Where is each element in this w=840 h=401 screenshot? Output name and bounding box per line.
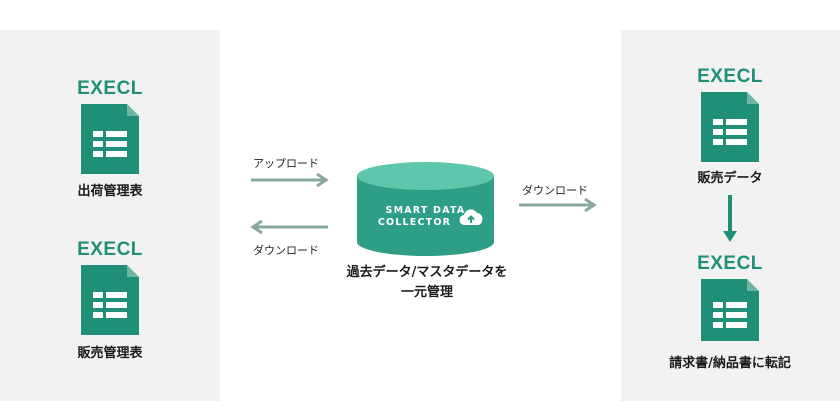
left-panel	[0, 30, 220, 401]
database-caption: 過去データ/マスタデータを 一元管理	[320, 263, 534, 303]
doc-caption-sales-mgmt: 販売管理表	[77, 346, 143, 361]
doc-caption-invoice: 請求書/納品書に転記	[669, 356, 791, 371]
database-icon	[357, 162, 494, 256]
upload-arrow	[251, 172, 329, 188]
download-label-right: ダウンロード	[522, 184, 588, 197]
db-logo-line1: SMART DATA	[385, 205, 466, 216]
download-arrow-left	[250, 219, 328, 235]
doc-format-label: EXECL	[697, 253, 763, 274]
database-caption-line2: 一元管理	[400, 285, 453, 300]
doc-format-label: EXECL	[77, 239, 143, 260]
excel-doc-sales-mgmt: EXECL	[65, 240, 155, 335]
spreadsheet-icon	[81, 265, 139, 335]
down-arrow	[723, 195, 737, 242]
spreadsheet-icon	[701, 92, 759, 162]
smart-data-collector-database: SMART DATA COLLECTOR	[357, 162, 494, 256]
doc-caption-sales-data: 販売データ	[697, 171, 763, 186]
spreadsheet-icon	[81, 104, 139, 174]
db-logo-line2: COLLECTOR	[377, 217, 452, 228]
doc-caption-shipping: 出荷管理表	[77, 184, 143, 199]
download-label-left: ダウンロード	[253, 244, 319, 257]
cloud-upload-icon	[459, 209, 483, 226]
doc-format-label: EXECL	[77, 78, 143, 99]
spreadsheet-icon	[701, 279, 759, 341]
excel-doc-invoice: EXECL	[685, 254, 775, 341]
download-arrow-right	[519, 197, 597, 213]
database-caption-line1: 過去データ/マスタデータを	[346, 265, 508, 280]
doc-format-label: EXECL	[697, 66, 763, 87]
excel-doc-sales-data: EXECL	[685, 67, 775, 162]
upload-label: アップロード	[253, 157, 319, 170]
excel-doc-shipping: EXECL	[65, 79, 155, 174]
